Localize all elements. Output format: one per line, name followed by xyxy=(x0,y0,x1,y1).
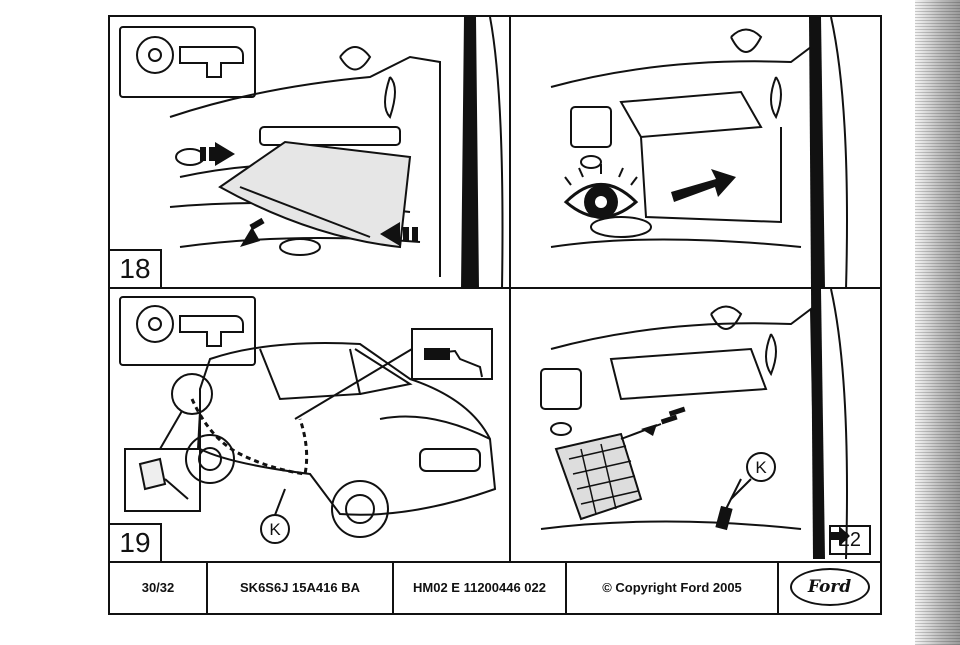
next-step-indicator: 22 xyxy=(828,525,871,555)
step-number-19: 19 xyxy=(110,523,162,561)
page-number: 30/32 xyxy=(110,561,208,613)
eye-icon xyxy=(563,164,639,219)
step-number-18: 18 xyxy=(110,249,162,287)
k-callout-label: K xyxy=(755,458,767,477)
glovebox-opening-illustration xyxy=(550,17,848,287)
glovebox-removal-illustration xyxy=(119,17,504,287)
panel-step-19-connect-module: K 22 xyxy=(511,289,881,563)
instruction-sheet: 18 xyxy=(108,15,882,615)
panel-step-18-inspect xyxy=(511,17,881,289)
ford-logo-cell: Ford xyxy=(779,561,880,613)
copyright-notice: © Copyright Ford 2005 xyxy=(567,561,779,613)
k-callout-label: K xyxy=(269,520,281,539)
ford-logo: Ford xyxy=(789,568,870,606)
dashboard-location-icon xyxy=(119,296,256,366)
module-connection-illustration: K xyxy=(540,289,848,560)
cable-route-line xyxy=(190,398,309,476)
panel-step-18-remove-glovebox: 18 xyxy=(110,17,511,289)
scan-edge-shading xyxy=(915,0,960,645)
arrow-right-icon xyxy=(828,526,850,546)
document-code: HM02 E 11200446 022 xyxy=(394,561,567,613)
arrow-right-icon xyxy=(671,169,736,202)
document-footer: 30/32 SK6S6J 15A416 BA HM02 E 11200446 0… xyxy=(110,561,880,613)
dashboard-location-icon xyxy=(119,26,256,98)
panel-step-19-route-cable: K 19 xyxy=(110,289,511,563)
part-number: SK6S6J 15A416 BA xyxy=(208,561,394,613)
car-cable-route-illustration: K xyxy=(119,296,497,544)
sensor-connector xyxy=(715,505,733,531)
